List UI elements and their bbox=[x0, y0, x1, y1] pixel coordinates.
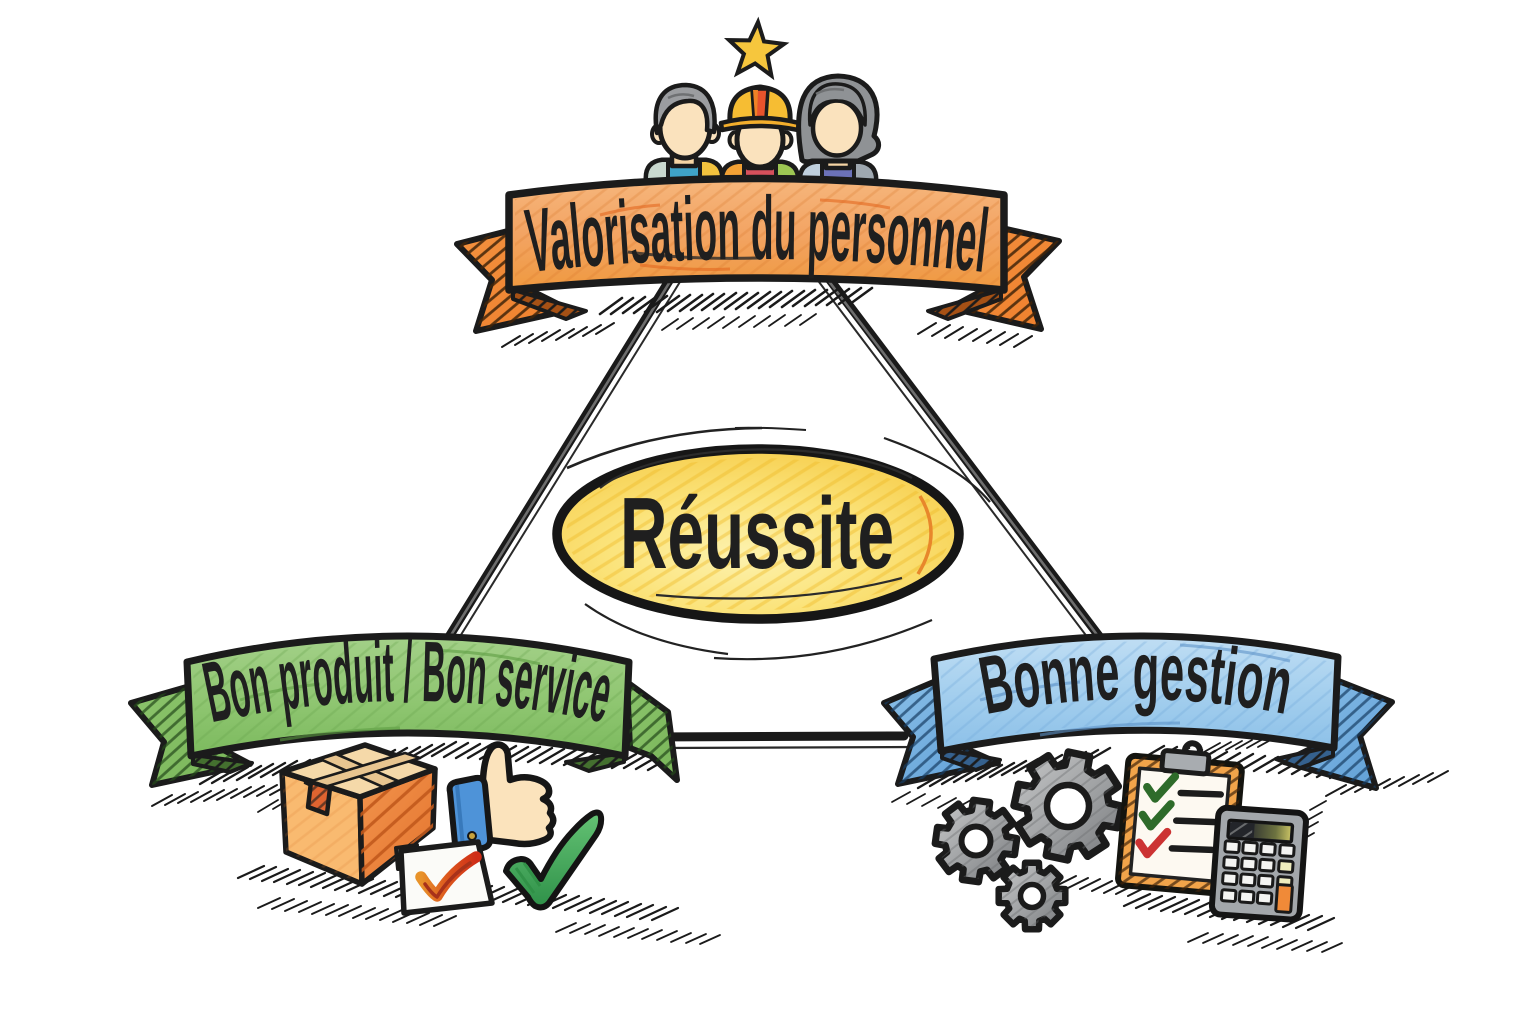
svg-text:Bonne gestion: Bonne gestion bbox=[973, 626, 1299, 732]
svg-text:Réussite: Réussite bbox=[620, 478, 894, 590]
svg-text:Valorisation du personnel: Valorisation du personnel bbox=[521, 179, 993, 292]
